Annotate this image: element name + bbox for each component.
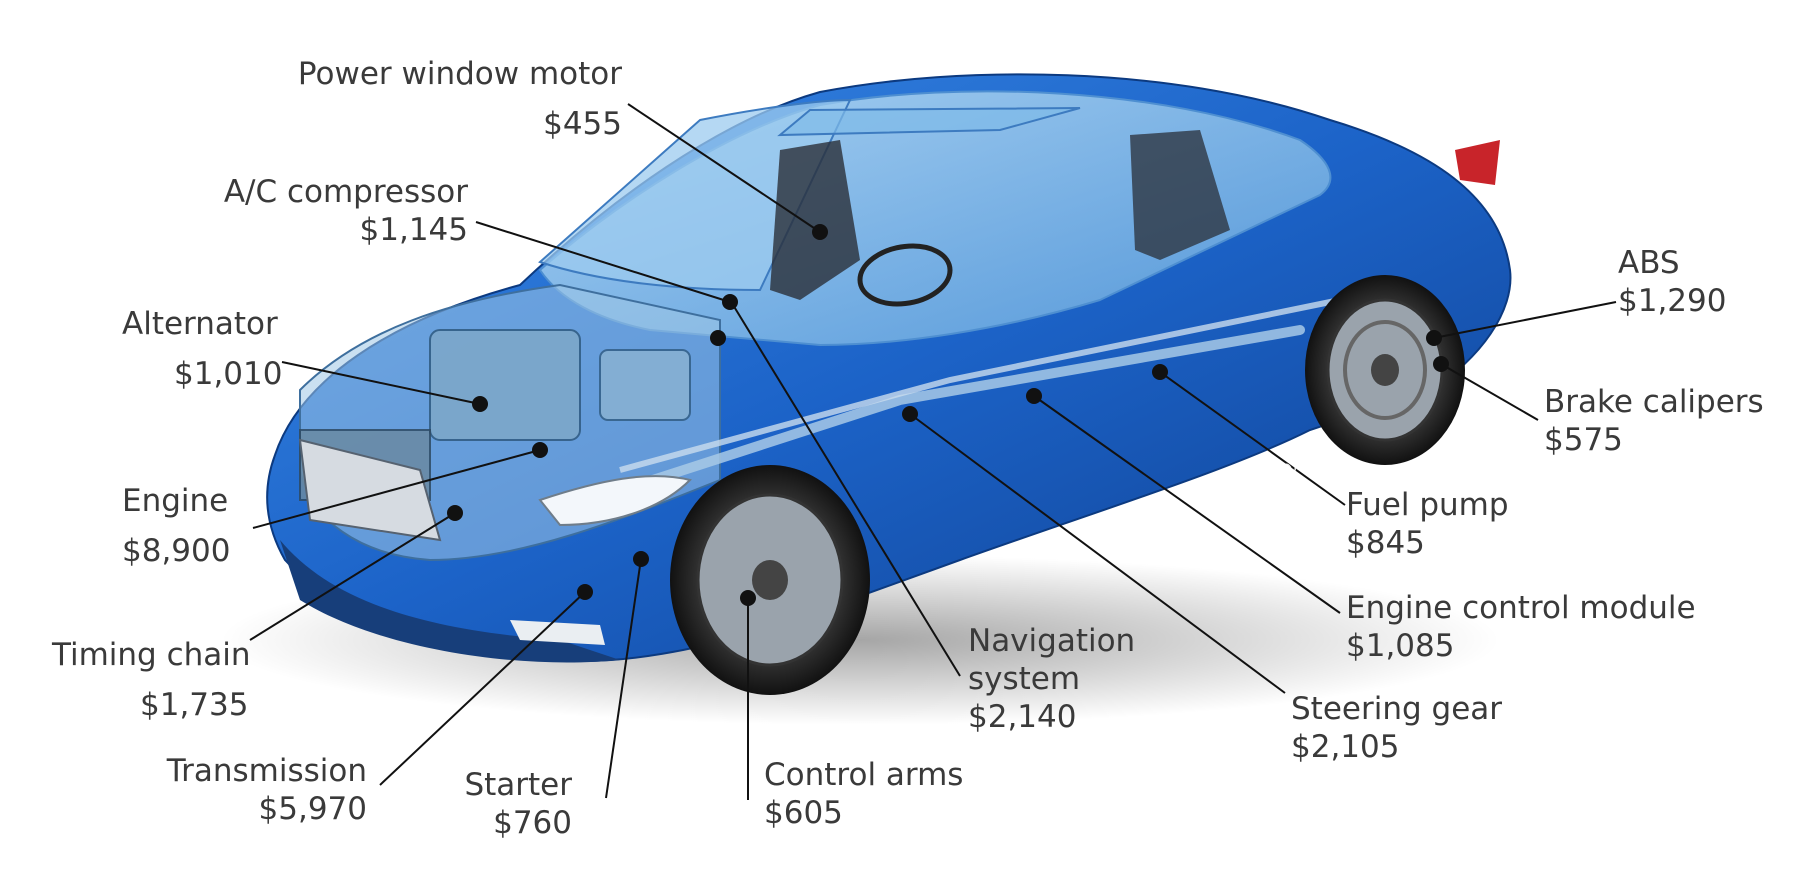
part-price: $1,735 xyxy=(140,687,249,723)
part-price: $845 xyxy=(1346,525,1425,561)
marker-transmission xyxy=(577,584,593,600)
front-seat xyxy=(770,140,860,300)
label-steering-gear: Steering gear $2,105 xyxy=(1291,690,1502,766)
marker-ac-compressor xyxy=(722,294,738,310)
headlight xyxy=(538,475,692,527)
label-engine: Engine $8,900 xyxy=(122,482,230,570)
marker-brake-calipers xyxy=(1433,356,1449,372)
label-abs: ABS $1,290 xyxy=(1618,244,1726,320)
part-name: Power window motor xyxy=(297,56,622,92)
marker-abs xyxy=(1426,330,1442,346)
brake-disc xyxy=(1343,320,1427,420)
leader-line-starter xyxy=(605,558,642,799)
engine-cover xyxy=(599,349,691,421)
part-name: Transmission xyxy=(166,753,367,789)
part-price: $760 xyxy=(493,805,572,841)
leader-line-transmission xyxy=(379,591,586,786)
label-power-window-motor: Power window motor $455 xyxy=(298,55,622,143)
chassis-rail xyxy=(555,325,1305,515)
part-price: $455 xyxy=(543,106,622,142)
marker-timing-chain xyxy=(447,505,463,521)
leader-line-navigation-system xyxy=(729,299,961,677)
leader-line-power-window-motor xyxy=(627,103,821,233)
leader-line-ac-compressor xyxy=(475,221,731,303)
exhaust-pipe xyxy=(619,297,1341,473)
label-alternator: Alternator $1,010 xyxy=(122,305,282,393)
part-price: $1,145 xyxy=(359,212,468,248)
part-name: Brake calipers xyxy=(1544,384,1764,420)
label-brake-calipers: Brake calipers $575 xyxy=(1544,383,1764,459)
part-price: $575 xyxy=(1544,422,1623,458)
part-name-line2: system xyxy=(968,661,1081,697)
part-price: $1,290 xyxy=(1618,283,1727,319)
marker-starter xyxy=(633,551,649,567)
part-price: $8,900 xyxy=(122,533,231,569)
part-name: A/C compressor xyxy=(223,174,468,210)
label-control-arms: Control arms $605 xyxy=(764,756,963,832)
part-price: $2,105 xyxy=(1291,729,1400,765)
leader-line-steering-gear xyxy=(909,413,1286,694)
label-fuel-pump: Fuel pump $845 xyxy=(1346,486,1509,562)
part-name: Timing chain xyxy=(52,637,251,673)
part-name: Engine control module xyxy=(1346,590,1696,626)
leader-line-fuel-pump xyxy=(1159,371,1346,506)
part-price: $1,085 xyxy=(1346,628,1455,664)
leader-line-brake-calipers xyxy=(1440,363,1539,421)
marker-control-arms xyxy=(740,590,756,606)
marker-alternator xyxy=(472,396,488,412)
part-name: Engine xyxy=(122,483,229,519)
leader-line-engine xyxy=(252,449,541,529)
leader-line-abs xyxy=(1433,301,1617,339)
front-wheel xyxy=(670,465,870,695)
label-timing-chain: Timing chain $1,735 xyxy=(52,636,251,724)
windshield xyxy=(538,98,852,292)
label-engine-control-module: Engine control module $1,085 xyxy=(1346,589,1696,665)
taillight xyxy=(1455,140,1500,185)
leader-line-engine-control-module xyxy=(1033,395,1341,614)
marker-power-window-motor xyxy=(812,224,828,240)
label-navigation-system: Navigation system $2,140 xyxy=(968,622,1135,736)
steering-wheel xyxy=(857,243,953,307)
label-transmission: Transmission $5,970 xyxy=(167,752,367,828)
part-name: Steering gear xyxy=(1291,691,1503,727)
part-price: $1,010 xyxy=(174,356,283,392)
front-grille xyxy=(298,438,442,542)
marker-ac-compressor-2 xyxy=(710,330,726,346)
leader-line-alternator xyxy=(281,361,481,405)
marker-engine-control-module xyxy=(1026,388,1042,404)
sunroof xyxy=(777,107,1081,137)
front-bumper xyxy=(280,540,620,663)
fog-light xyxy=(510,620,605,645)
part-name: Starter xyxy=(464,767,572,803)
marker-steering-gear xyxy=(902,406,918,422)
label-ac-compressor: A/C compressor $1,145 xyxy=(224,173,468,249)
marker-fuel-pump xyxy=(1152,364,1168,380)
part-name: ABS xyxy=(1618,245,1680,281)
part-name: Alternator xyxy=(122,306,278,342)
engine-block xyxy=(429,329,581,441)
part-name-line1: Navigation xyxy=(968,623,1136,659)
part-name: Fuel pump xyxy=(1346,487,1509,523)
part-name: Control arms xyxy=(764,757,964,793)
marker-engine xyxy=(532,442,548,458)
part-price: $5,970 xyxy=(258,791,367,827)
part-price: $605 xyxy=(764,795,843,831)
rear-seat xyxy=(1130,130,1230,260)
label-starter: Starter $760 xyxy=(464,766,572,842)
part-price: $2,140 xyxy=(968,699,1077,735)
leader-line-timing-chain xyxy=(249,512,456,641)
